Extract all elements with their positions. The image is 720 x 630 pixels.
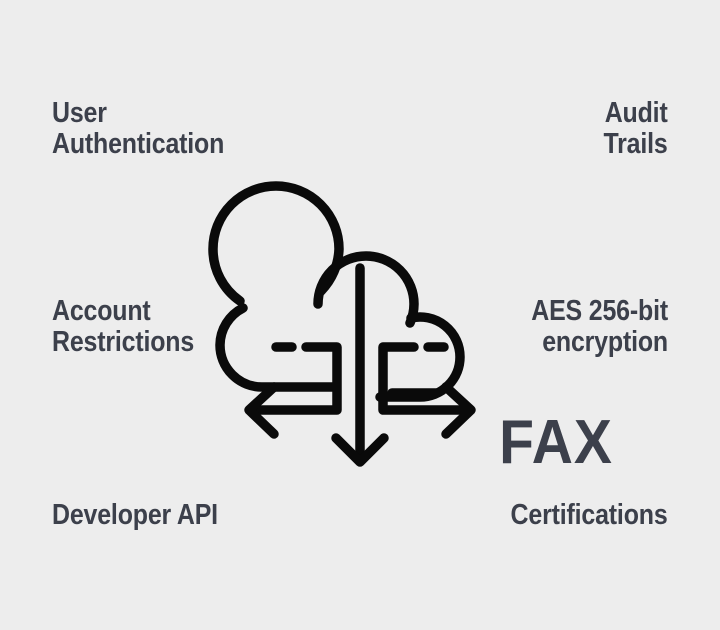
arrow-left-bracket-icon <box>246 342 342 415</box>
cloud-fax-icon-graphic <box>208 181 476 467</box>
cloud-fax-icon: FAX <box>196 160 612 480</box>
feature-label-audit-trails: Audit Trails <box>603 97 668 160</box>
arrow-right-head-icon <box>441 382 476 439</box>
feature-label-developer-api: Developer API <box>52 499 218 531</box>
cloud-lobe-right-icon <box>313 251 419 328</box>
arrow-left-head-icon <box>244 382 279 439</box>
cloud-lobe-large-icon <box>215 303 341 392</box>
feature-label-certifications: Certifications <box>511 499 668 531</box>
feature-label-account-restrictions: Account Restrictions <box>52 295 195 358</box>
arrow-right-bracket-icon <box>378 342 474 415</box>
feature-label-user-authentication: User Authentication <box>52 97 225 160</box>
cloud-lobe-top-icon <box>208 181 344 306</box>
feature-label-aes-256-bit-encryption: AES 256-bit encryption <box>531 295 668 358</box>
arrow-down-head-icon <box>331 433 389 467</box>
